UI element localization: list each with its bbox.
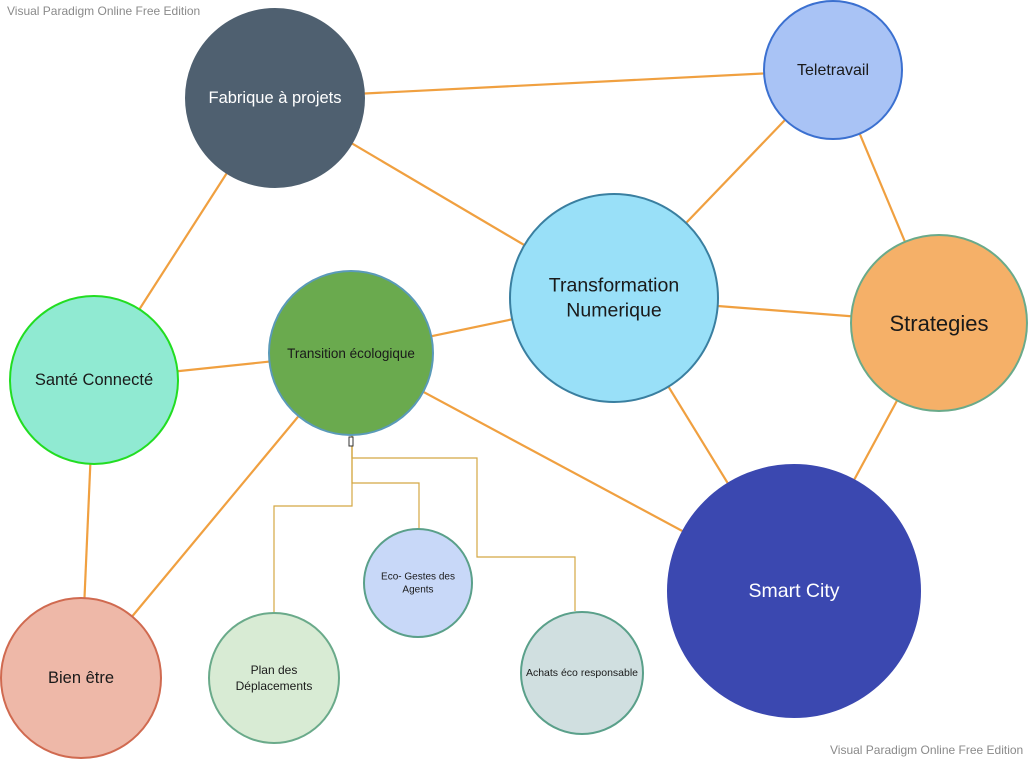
node-label-teletravail: Teletravail <box>797 62 869 79</box>
connector-transition-plan <box>273 435 353 612</box>
node-label-transition: Transition écologique <box>287 346 415 361</box>
node-label-line: Strategies <box>889 311 988 336</box>
node-circle-transition <box>268 270 434 436</box>
node-label-line: Déplacements <box>236 679 313 693</box>
node-bienetre[interactable]: Bien être <box>0 597 162 759</box>
node-transition[interactable]: Transition écologique <box>268 270 434 436</box>
node-label-line: Achats éco responsable <box>526 667 638 679</box>
node-circle-transformation <box>509 193 719 403</box>
node-smartcity[interactable]: Smart City <box>667 464 921 718</box>
node-label-line: Smart City <box>748 580 839 602</box>
node-label-line: Plan des <box>251 663 298 677</box>
node-label-line: Fabrique à projets <box>209 89 342 107</box>
node-circle-teletravail <box>763 0 903 140</box>
watermark-bottom: Visual Paradigm Online Free Edition <box>830 743 1024 757</box>
connector-transition-achats <box>351 435 576 611</box>
node-sante[interactable]: Santé Connecté <box>9 295 179 465</box>
node-label-line: Agents <box>402 584 433 595</box>
node-teletravail[interactable]: Teletravail <box>763 0 903 140</box>
node-label-sante: Santé Connecté <box>35 371 153 389</box>
node-label-fabrique: Fabrique à projets <box>209 89 342 107</box>
node-label-bienetre: Bien être <box>48 669 114 687</box>
node-circle-strategies <box>850 234 1028 412</box>
node-label-line: Santé Connecté <box>35 371 153 389</box>
node-circle-smartcity <box>667 464 921 718</box>
node-circle-achats <box>520 611 644 735</box>
node-circle-bienetre <box>0 597 162 759</box>
node-achats[interactable]: Achats éco responsable <box>520 611 644 735</box>
node-label-achats: Achats éco responsable <box>526 667 638 679</box>
node-circle-fabrique <box>185 8 365 188</box>
node-label-line: Bien être <box>48 669 114 687</box>
node-label-line: Teletravail <box>797 62 869 79</box>
node-circle-ecogestes <box>363 528 473 638</box>
node-label-strategies: Strategies <box>889 311 988 336</box>
edge-fabrique-teletravail <box>274 68 834 100</box>
tree-handle-marker[interactable] <box>348 436 354 447</box>
node-label-smartcity: Smart City <box>748 580 839 602</box>
tree-connectors-layer <box>273 435 576 612</box>
node-fabrique[interactable]: Fabrique à projets <box>185 8 365 188</box>
connector-transition-ecogestes <box>351 435 420 529</box>
watermark-top: Visual Paradigm Online Free Edition <box>7 4 201 18</box>
node-label-line: Transformation <box>549 274 679 296</box>
node-label-line: Transition écologique <box>287 346 415 361</box>
node-circle-sante <box>9 295 179 465</box>
node-strategies[interactable]: Strategies <box>850 234 1028 412</box>
node-label-line: Eco- Gestes des <box>381 571 455 582</box>
node-circle-plan <box>208 612 340 744</box>
node-label-line: Numerique <box>566 300 661 322</box>
